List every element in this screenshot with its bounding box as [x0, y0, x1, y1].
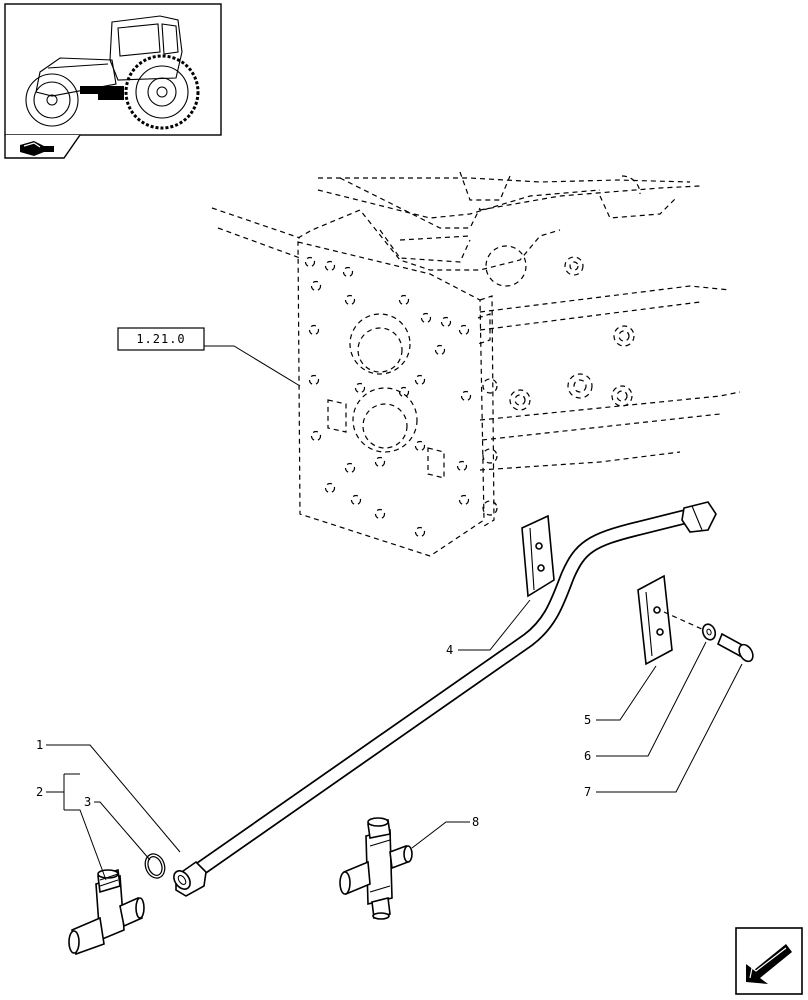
callout-7: 7: [584, 785, 591, 799]
next-page-arrow-icon[interactable]: [735, 927, 803, 995]
washer-part-6: [663, 611, 717, 641]
transmission-housing: [211, 171, 741, 557]
callout-4: 4: [446, 643, 453, 657]
callout-3: 3: [84, 795, 91, 809]
clamp-bracket-part-4: [521, 514, 555, 598]
callout-6: 6: [584, 749, 591, 763]
callout-8: 8: [472, 815, 479, 829]
tractor-thumbnail: [4, 3, 222, 136]
section-arrow-icon: [20, 141, 54, 156]
clamp-bracket-part-5: [637, 574, 673, 666]
reference-box[interactable]: 1.21.0: [117, 327, 301, 387]
reference-label: 1.21.0: [136, 332, 185, 346]
callout-numbers: 1 2 3 4 5 6 7 8: [36, 643, 591, 829]
cross-fitting-part-8: [339, 817, 413, 920]
callout-1: 1: [36, 738, 43, 752]
pipe-part-1: [173, 501, 717, 897]
tee-fitting-part-2: [68, 868, 145, 956]
callout-2: 2: [36, 785, 43, 799]
callout-5: 5: [584, 713, 591, 727]
bolt-part-7: [716, 632, 754, 663]
o-ring-part-3: [144, 853, 166, 879]
callout-leaders: [46, 599, 743, 881]
section-tab: [4, 134, 81, 159]
